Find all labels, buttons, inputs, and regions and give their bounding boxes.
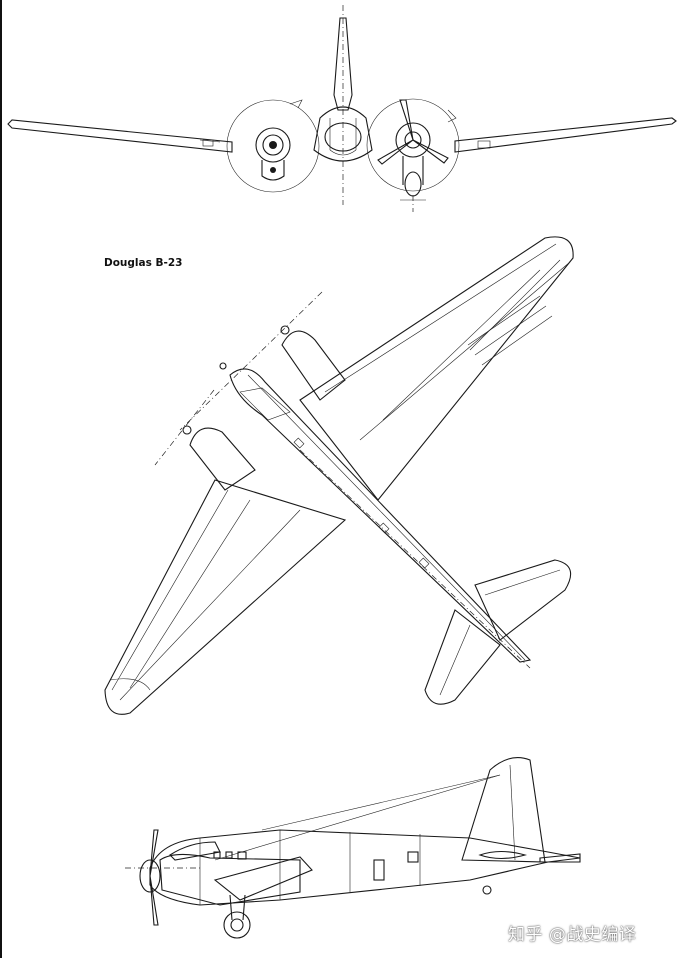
watermark-text: 知乎 @战史编译 [508,925,637,945]
page-border [0,0,2,958]
side-view [125,757,581,939]
plan-view [104,236,574,715]
drawing-title: Douglas B-23 [104,257,183,269]
front-view [7,5,677,212]
